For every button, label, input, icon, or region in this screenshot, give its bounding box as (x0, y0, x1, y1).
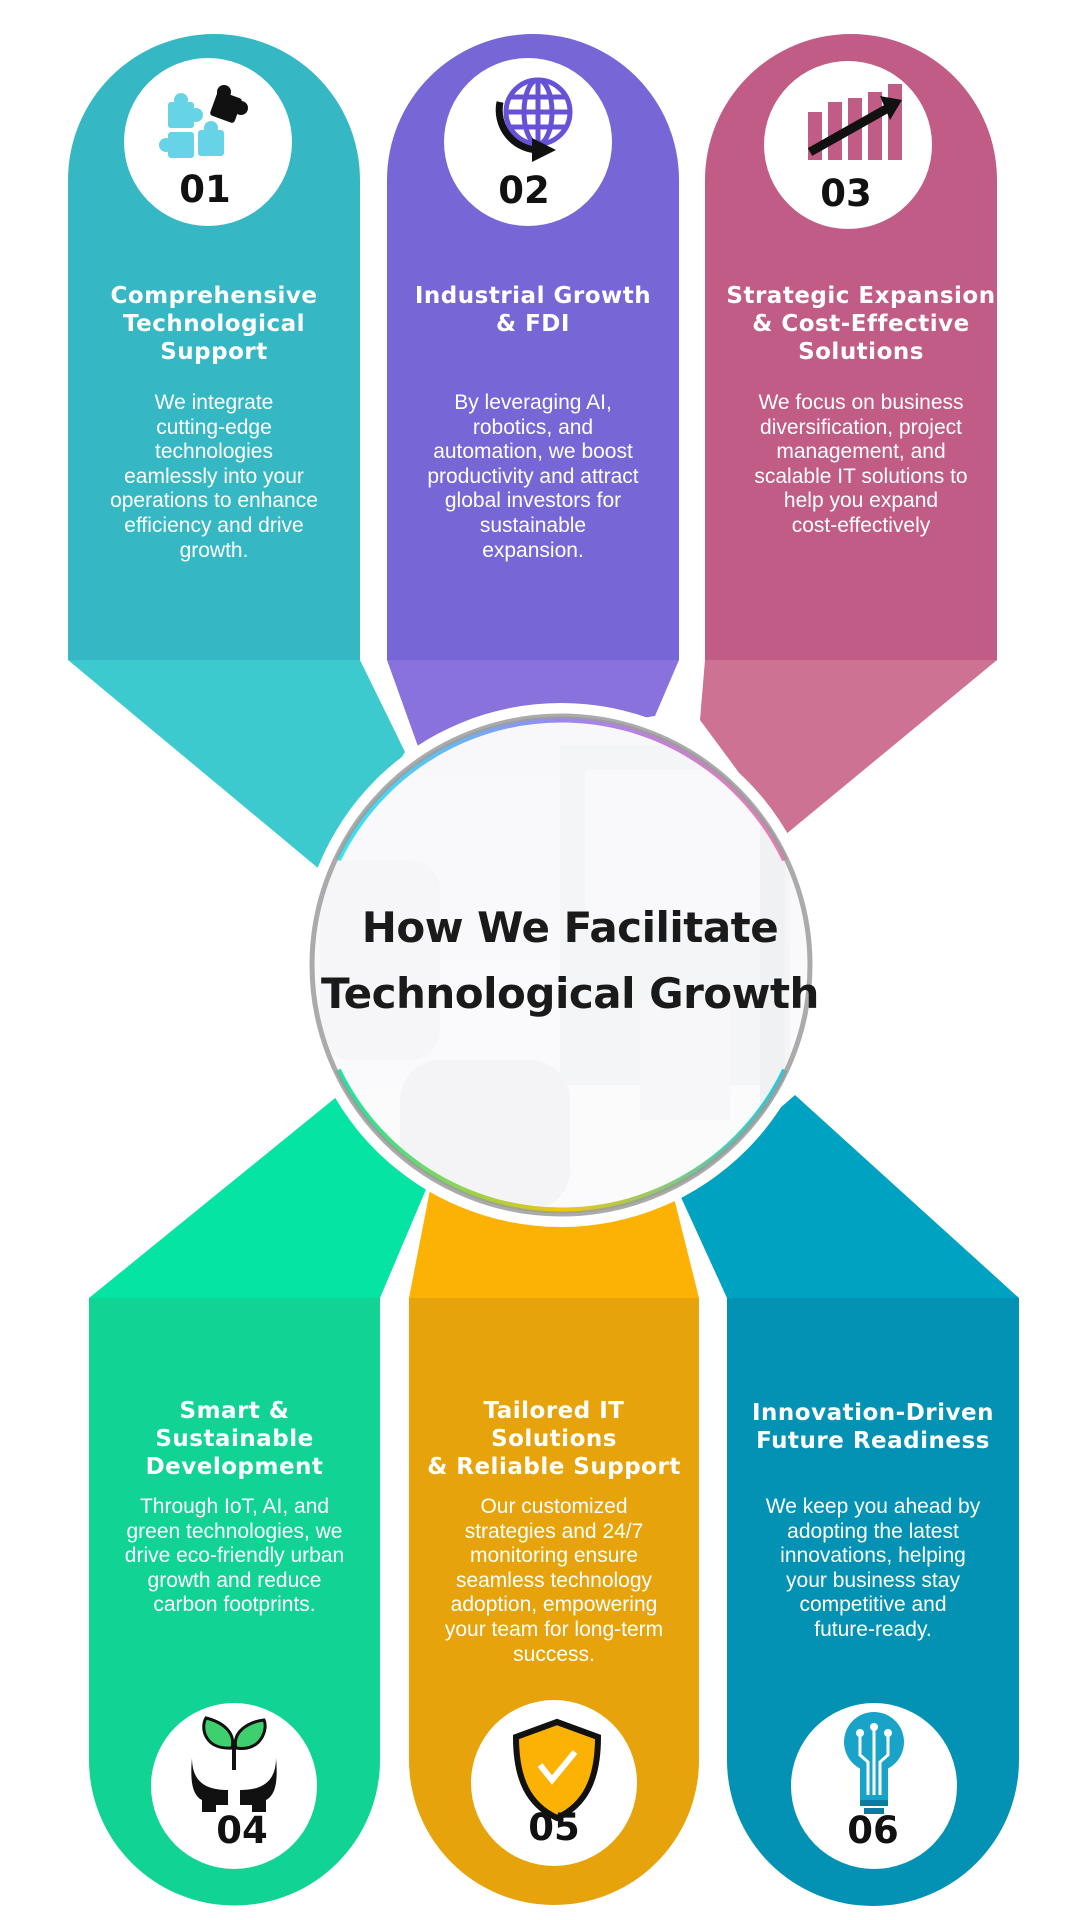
card-number: 01 (179, 168, 231, 211)
card-tailored-it-solutions: Tailored IT Solutions & Reliable Support… (409, 1298, 699, 1920)
card-comprehensive-technological-support: 01 Comprehensive Technological Support W… (68, 0, 360, 660)
puzzle-icon (159, 85, 248, 158)
connector-06 (680, 1095, 1019, 1298)
shield-check-icon (512, 1718, 602, 1822)
growth-chart-icon (807, 84, 902, 160)
globe-arrow-icon (495, 77, 573, 162)
card-title: Strategic Expansion & Cost-Effective Sol… (726, 283, 996, 365)
card-title: Innovation-Driven Future Readiness (751, 1400, 994, 1454)
card-description: Our customized strategies and 24/7 monit… (444, 1495, 664, 1666)
card-title: Comprehensive Technological Support (110, 283, 318, 365)
card-description: By leveraging AI, robotics, and automati… (427, 391, 639, 562)
page-title: How We Facilitate Technological Growth (321, 903, 819, 1018)
card-industrial-growth-fdi: 02 Industrial Growth & FDI By leveraging… (387, 0, 679, 660)
card-description: We keep you ahead by adopting the latest… (765, 1495, 981, 1641)
connector-04 (89, 1090, 430, 1298)
card-number: 05 (528, 1806, 580, 1849)
card-number: 04 (216, 1809, 268, 1852)
icon-badge-04 (151, 1703, 317, 1869)
hands-plant-icon (191, 1716, 277, 1812)
center-circle (299, 703, 823, 1227)
card-description: We focus on business diversification, pr… (754, 391, 968, 537)
lightbulb-circuit-icon (844, 1712, 904, 1814)
connector-01 (68, 660, 405, 878)
card-smart-sustainable-development: Smart & Sustainable Development Through … (89, 1298, 380, 1920)
card-number: 06 (847, 1809, 899, 1852)
card-strategic-expansion: 03 Strategic Expansion & Cost-Effective … (715, 0, 1007, 660)
card-title: Tailored IT Solutions & Reliable Support (427, 1398, 681, 1480)
card-number: 03 (820, 172, 872, 215)
card-description: We integrate cutting-edge technologies e… (110, 391, 318, 562)
card-innovation-driven-future-readiness: Innovation-Driven Future Readiness We ke… (727, 1298, 1019, 1920)
card-description: Through IoT, AI, and green technologies,… (124, 1495, 345, 1617)
connector-03 (700, 660, 997, 835)
card-title: Industrial Growth & FDI (414, 283, 652, 337)
card-title: Smart & Sustainable Development (145, 1398, 324, 1480)
card-number: 02 (498, 169, 550, 212)
